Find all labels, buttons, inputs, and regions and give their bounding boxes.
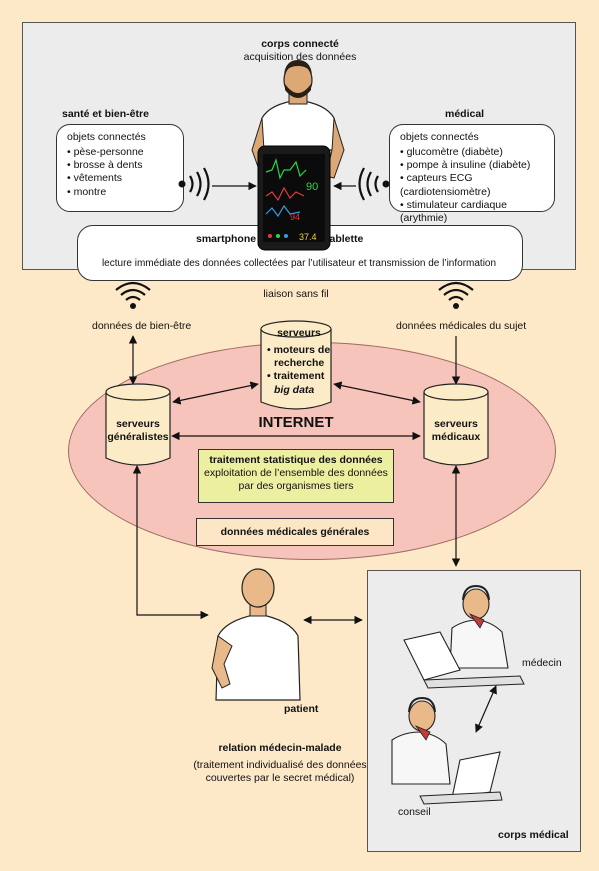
central-servers-line3: • traitement [267,370,325,383]
general-servers-label: serveurs généralistes [100,418,176,444]
relation-title: relation médecin-malade [218,742,342,754]
central-servers-cylinder [260,320,332,410]
tablet-label: tablette [326,233,364,245]
internet-label: INTERNET [246,414,346,431]
connected-body-title: corps connecté [261,38,339,50]
central-servers-text: serveurs • moteurs de recherche • traite… [264,327,334,397]
central-servers-line2: recherche [274,357,325,370]
list-item: capteurs ECG (cardiotensiomètre) [400,172,544,198]
medical-servers-label: serveurs médicaux [418,418,494,444]
wireless-signal-icon [178,167,210,201]
wireless-signal-icon [115,281,151,309]
medical-objects-title: objets connectés [400,131,479,143]
reading-text: lecture immédiate des données collectées… [101,258,497,269]
doctor-label: médecin [522,657,562,669]
wellness-heading: santé et bien-être [62,108,149,120]
doctor-figure [403,584,525,689]
wellness-objects-box: objets connectés pèse-personne brosse à … [56,124,184,212]
list-item: pompe à insuline (diabète) [400,159,544,172]
list-item: vêtements [67,172,173,185]
medical-staff-title: corps médical [498,829,569,841]
list-item: brosse à dents [67,159,173,172]
phone-value-374: 37.4 [299,232,317,242]
stat-box-line1: exploitation de l’ensemble des données [204,467,388,480]
medical-heading: médical [445,108,485,120]
smartphone-icon: 90 94 37.4 [257,145,331,251]
relation-line1: (traitement individualisé des données [193,759,367,772]
wellness-data-label: données de bien-être [92,320,192,332]
medical-servers-cylinder [423,383,489,466]
general-servers-line1: serveurs [116,418,160,430]
wireless-signal-icon [438,281,474,309]
central-servers-line1: • moteurs de [267,344,331,357]
list-item: montre [67,186,173,199]
advice-label: conseil [398,806,431,818]
relation-block: relation médecin-malade (traitement indi… [180,742,380,785]
phone-value-90: 90 [306,181,318,193]
general-servers-cylinder [105,383,171,466]
phone-value-94: 94 [290,212,300,222]
statistical-processing-box: traitement statistique des données explo… [198,449,394,503]
medical-objects-box: objets connectés glucomètre (diabète) po… [389,124,555,224]
stat-box-line2: par des organismes tiers [238,480,354,493]
medical-data-label: données médicales du sujet [396,320,527,332]
wellness-objects-title: objets connectés [67,131,146,143]
medical-servers-line1: serveurs [434,418,478,430]
central-servers-line4: big data [274,383,315,396]
list-item: stimulateur cardiaque (arythmie) [400,199,544,225]
list-item: pèse-personne [67,146,173,159]
patient-label: patient [284,703,319,715]
list-item: glucomètre (diabète) [400,146,544,159]
connected-body-subtitle: acquisition des données [243,51,357,63]
stat-box-title: traitement statistique des données [209,454,383,466]
wireless-link-label: liaison sans fil [263,288,329,300]
advisor-figure [391,696,503,805]
general-servers-line2: généralistes [107,431,169,444]
relation-line2: couvertes par le secret médical) [205,772,355,785]
central-servers-title: serveurs [277,327,321,339]
patient-figure [211,568,301,701]
smartphone-label: smartphone [196,233,257,245]
medical-servers-line2: médicaux [431,431,481,444]
wireless-signal-icon [358,167,390,201]
general-medical-data-box: données médicales générales [196,518,394,546]
